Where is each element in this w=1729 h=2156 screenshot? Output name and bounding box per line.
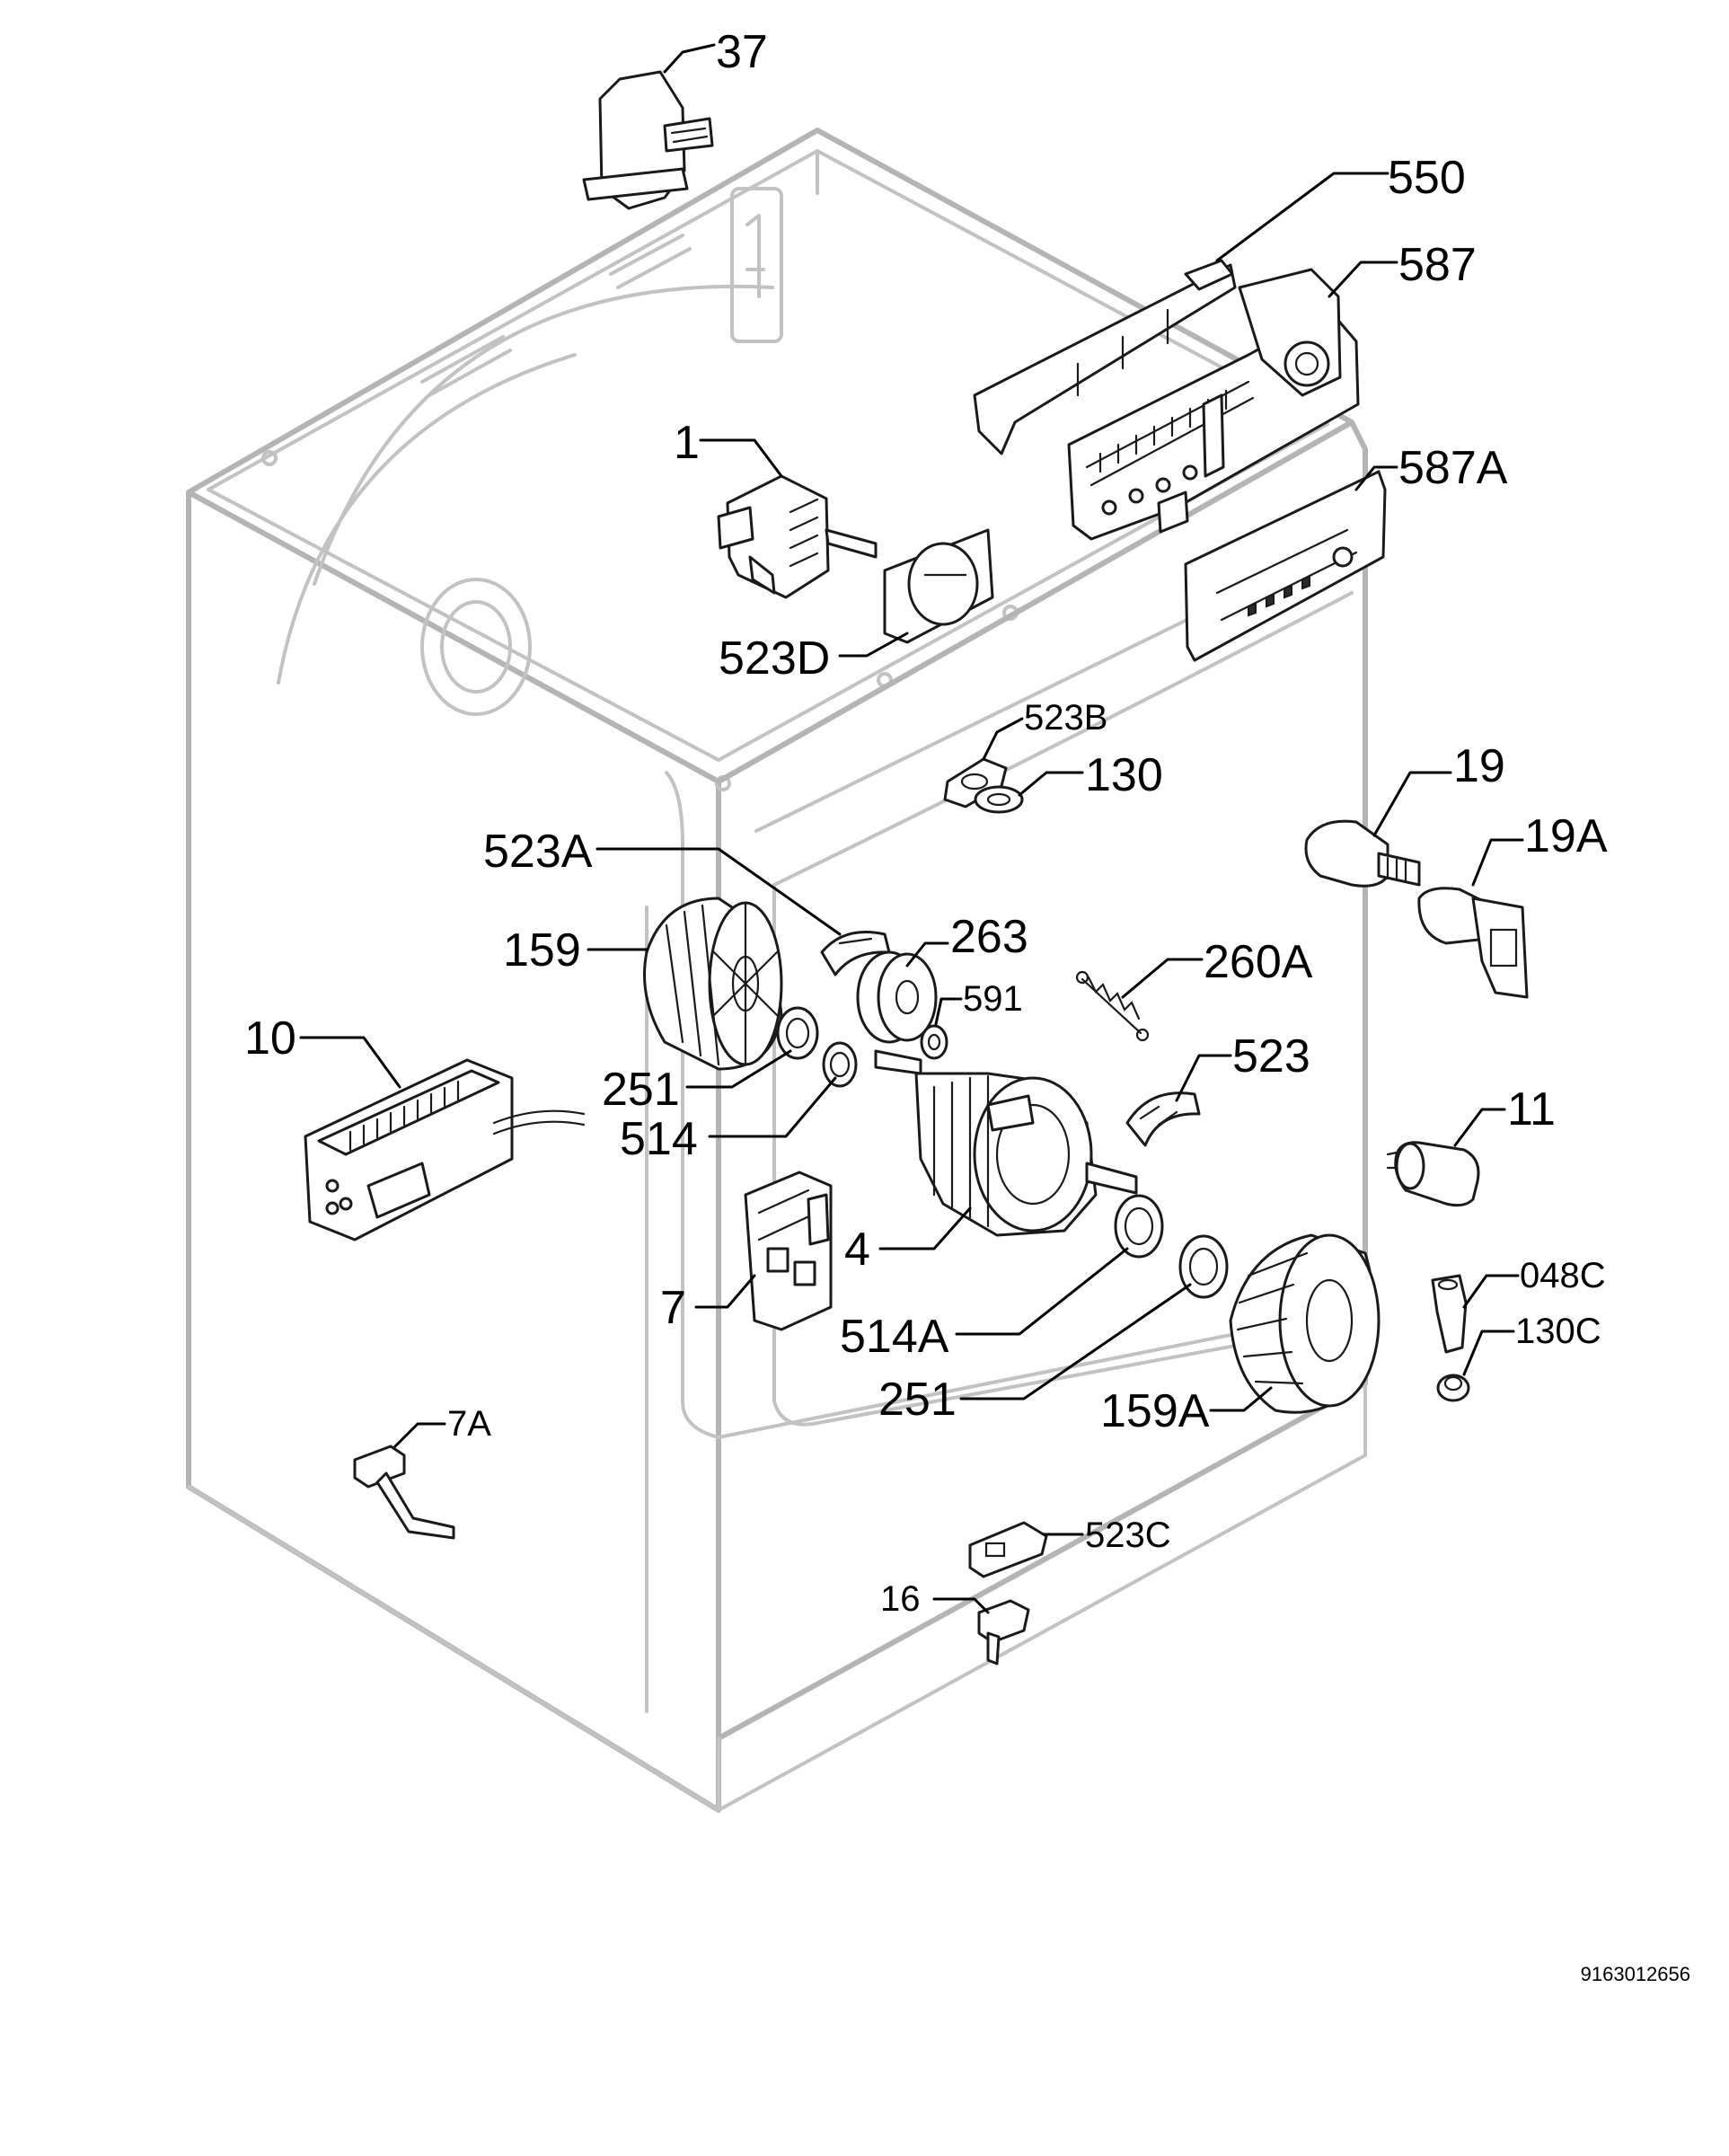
part-37-filter — [582, 70, 714, 210]
callout-587: 587 — [1398, 239, 1477, 291]
callout-4: 4 — [844, 1224, 870, 1276]
part-251-ring-upper — [776, 1006, 819, 1060]
callout-130: 130 — [1085, 749, 1163, 801]
part-251-ring-lower — [1178, 1234, 1229, 1299]
part-260A-spring — [1075, 970, 1150, 1042]
callout-048C: 048C — [1520, 1256, 1606, 1295]
part-130C-grommet — [1436, 1374, 1470, 1402]
callout-19A: 19A — [1524, 810, 1608, 862]
callout-labels: 37 550 587 1 587A 523D 523B 130 19 19A 5… — [244, 26, 1608, 1619]
callout-550: 550 — [1388, 152, 1466, 204]
reference-number: 9163012656 — [1581, 1963, 1690, 1985]
callout-260A: 260A — [1204, 936, 1313, 988]
part-130-washer — [974, 785, 1024, 814]
part-1-programme-selector — [717, 474, 878, 599]
callout-7A: 7A — [447, 1404, 491, 1444]
part-523-motor-bracket — [1125, 1091, 1201, 1147]
part-159-pulley — [643, 897, 783, 1071]
part-19-thermostat — [1304, 819, 1421, 888]
part-591-washer — [920, 1024, 948, 1060]
callout-16: 16 — [880, 1579, 921, 1619]
part-159A-fan — [1229, 1233, 1381, 1414]
cabinet-outline — [186, 128, 1372, 1813]
callout-251-lower: 251 — [878, 1374, 957, 1426]
callout-523: 523 — [1232, 1030, 1310, 1082]
part-523D-bracket — [883, 528, 994, 644]
part-550-cover — [973, 259, 1237, 455]
part-587-control-module — [1067, 268, 1360, 541]
callout-523A: 523A — [483, 826, 593, 878]
part-587A-pcb — [1184, 470, 1387, 662]
callout-523B: 523B — [1024, 698, 1107, 738]
callout-514: 514 — [620, 1113, 698, 1165]
callout-130C: 130C — [1515, 1312, 1601, 1351]
callout-523C: 523C — [1085, 1515, 1171, 1555]
callout-37: 37 — [716, 26, 768, 78]
callout-7: 7 — [660, 1282, 686, 1334]
part-11-capacitor — [1386, 1141, 1480, 1207]
part-514A-ring — [1114, 1194, 1164, 1259]
callout-514A: 514A — [840, 1311, 949, 1363]
callout-523D: 523D — [719, 632, 830, 685]
part-523C-clip — [968, 1521, 1048, 1578]
callout-19: 19 — [1453, 740, 1505, 792]
callout-587A: 587A — [1398, 442, 1508, 494]
part-7A-microswitch — [353, 1445, 455, 1540]
part-048C-sensor — [1431, 1274, 1468, 1354]
part-16-switch — [977, 1599, 1030, 1666]
leader-lines — [299, 43, 1524, 1614]
callout-1: 1 — [674, 417, 700, 469]
part-4-motor — [874, 1049, 1138, 1237]
callout-159: 159 — [503, 924, 581, 976]
callout-251-upper: 251 — [602, 1064, 680, 1116]
part-10-heater — [304, 1058, 586, 1241]
callout-263: 263 — [950, 911, 1028, 963]
part-263-pulley — [856, 950, 938, 1044]
part-514-ring — [822, 1041, 858, 1088]
part-523A-bearing-bracket — [820, 931, 891, 976]
callout-11: 11 — [1507, 1083, 1556, 1135]
part-19A-holder — [1417, 887, 1529, 999]
callout-591: 591 — [963, 979, 1023, 1019]
callout-159A: 159A — [1100, 1385, 1210, 1437]
part-7-module — [744, 1171, 833, 1331]
callout-10: 10 — [244, 1012, 296, 1065]
